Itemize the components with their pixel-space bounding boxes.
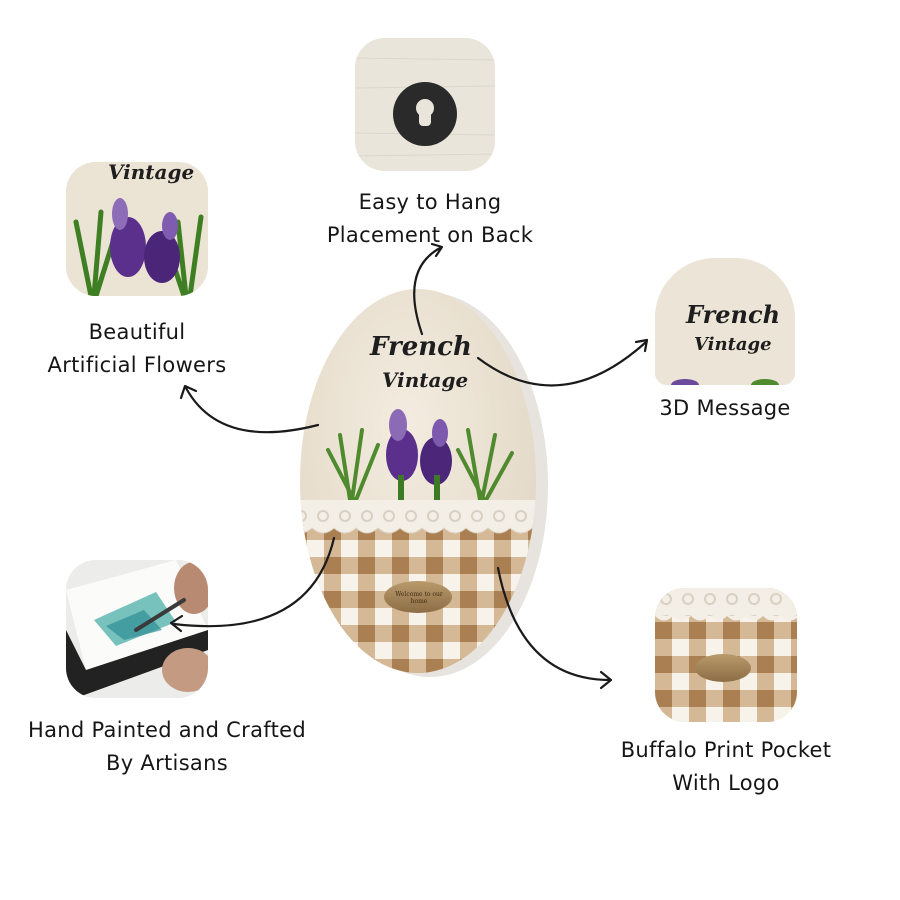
caption-3d-message-line1: 3D Message — [659, 396, 791, 420]
hand-painted-thumb-art — [66, 560, 208, 698]
message-thumb-art — [655, 258, 795, 385]
message-thumb-line2: Vintage — [694, 334, 772, 355]
caption-flowers-line2: Artificial Flowers — [47, 353, 227, 377]
main-tag-text: Welcome to our home — [395, 591, 443, 605]
caption-easy-to-hang-line2: Placement on Back — [326, 223, 534, 247]
flowers-thumb-art — [66, 162, 208, 296]
flowers-thumbnail — [66, 162, 208, 296]
flowers-thumb-message: Vintage — [108, 160, 195, 184]
caption-buffalo-pocket-line2: With Logo — [672, 771, 780, 795]
caption-flowers: Beautiful Artificial Flowers — [12, 316, 262, 382]
caption-hand-painted-line2: By Artisans — [106, 751, 228, 775]
pocket-thumbnail — [655, 588, 797, 722]
caption-hand-painted-line1: Hand Painted and Crafted — [28, 718, 306, 742]
caption-hand-painted: Hand Painted and Crafted By Artisans — [0, 714, 334, 780]
main-message-line1: French — [370, 332, 472, 362]
caption-flowers-line1: Beautiful — [88, 320, 186, 344]
pocket-thumb-art — [655, 588, 797, 722]
message-thumbnail — [655, 258, 795, 385]
caption-buffalo-pocket: Buffalo Print Pocket With Logo — [585, 734, 867, 800]
caption-easy-to-hang-line1: Easy to Hang — [358, 190, 502, 214]
keyhole-hanger-icon — [355, 38, 495, 171]
hand-painted-thumbnail — [66, 560, 208, 698]
flower-bunch — [326, 409, 514, 503]
logo-tag — [384, 581, 452, 613]
caption-easy-to-hang: Easy to Hang Placement on Back — [300, 186, 560, 252]
caption-buffalo-pocket-line1: Buffalo Print Pocket — [620, 738, 832, 762]
main-message-line2: Vintage — [382, 368, 469, 392]
hanger-thumbnail — [355, 38, 495, 171]
caption-3d-message: 3D Message — [640, 392, 810, 425]
message-thumb-line1: French — [686, 300, 781, 329]
